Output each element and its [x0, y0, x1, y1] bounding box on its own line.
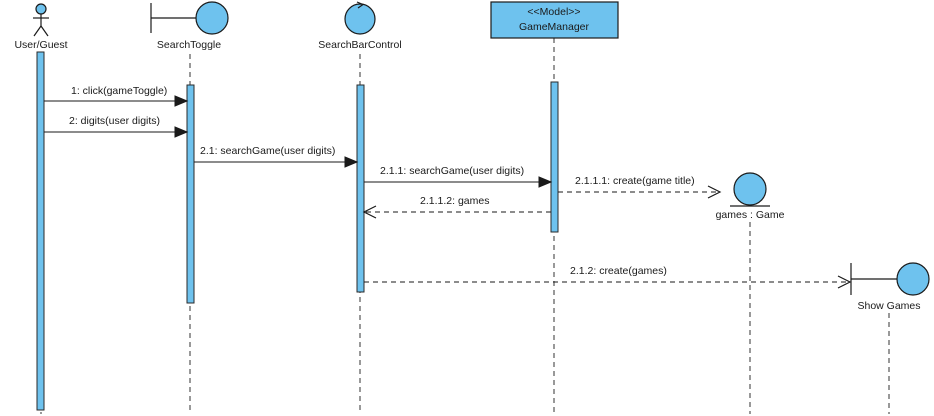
- message: 2: digits(user digits): [44, 115, 189, 138]
- message: 2.1: searchGame(user digits): [194, 145, 359, 168]
- arrowhead-icon: [174, 95, 189, 107]
- message-label: 2.1.1.1: create(game title): [575, 175, 695, 187]
- open-arrowhead-icon: [837, 275, 852, 289]
- message-label: 2: digits(user digits): [69, 115, 160, 127]
- open-arrowhead-icon: [707, 185, 722, 199]
- control-icon: [344, 1, 376, 35]
- message-label: 2.1.2: create(games): [570, 265, 667, 277]
- message-label: 2.1.1: searchGame(user digits): [380, 165, 524, 177]
- class-box: [490, 1, 619, 39]
- arrowhead-icon: [538, 176, 553, 188]
- message: 1: click(gameToggle): [44, 85, 189, 107]
- activation-game-manager: [550, 81, 559, 233]
- boundary-icon: [150, 1, 229, 35]
- message-label: 2.1: searchGame(user digits): [200, 145, 335, 157]
- participant-games-game-label: games : Game: [716, 209, 785, 221]
- message-label: 1: click(gameToggle): [71, 85, 167, 97]
- message: 2.1.1.2: games: [362, 195, 551, 219]
- entity-icon: [730, 172, 770, 207]
- message: 2.1.2: create(games): [364, 265, 852, 289]
- message: 2.1.1: searchGame(user digits): [364, 165, 553, 188]
- boundary-icon: [850, 262, 930, 296]
- activation-search-bar-control: [356, 84, 365, 293]
- message-label: 2.1.1.2: games: [420, 195, 489, 207]
- participant-game-manager-label: GameManager: [519, 21, 590, 33]
- actor-icon: [33, 3, 49, 37]
- participant-search-toggle-label: SearchToggle: [157, 39, 221, 51]
- activation-user: [36, 51, 45, 411]
- activation-search-toggle: [186, 84, 195, 304]
- open-arrowhead-icon: [362, 205, 377, 219]
- arrowhead-icon: [174, 126, 189, 138]
- participant-search-bar-control-label: SearchBarControl: [318, 39, 401, 51]
- participant-show-games-label: Show Games: [857, 300, 920, 312]
- message: 2.1.1.1: create(game title): [558, 175, 722, 199]
- participant-user-label: User/Guest: [14, 39, 67, 51]
- participant-game-manager-stereotype: <<Model>>: [527, 6, 580, 18]
- arrowhead-icon: [344, 156, 359, 168]
